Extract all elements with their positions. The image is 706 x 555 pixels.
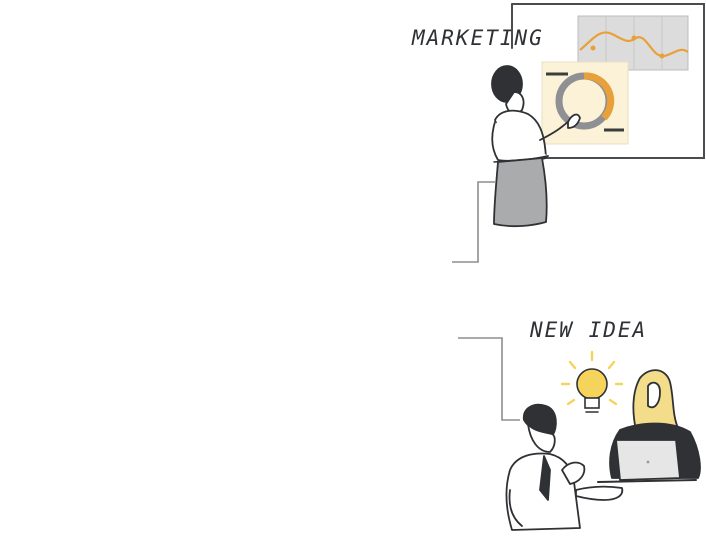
- woman-with-laptop-figure: [597, 369, 701, 483]
- laptop-icon: [597, 439, 697, 483]
- presenter-figure: [491, 65, 581, 228]
- line-chart-panel: [577, 15, 689, 71]
- lightbulb-icon: [560, 350, 624, 413]
- presentation-board-icon: [511, 3, 705, 159]
- new-idea-label: NEW IDEA: [530, 318, 648, 342]
- connector-line-bottom: [458, 337, 520, 421]
- marketing-label: MARKETING: [412, 26, 544, 50]
- man-figure: [505, 403, 624, 531]
- connector-line-top: [452, 181, 496, 263]
